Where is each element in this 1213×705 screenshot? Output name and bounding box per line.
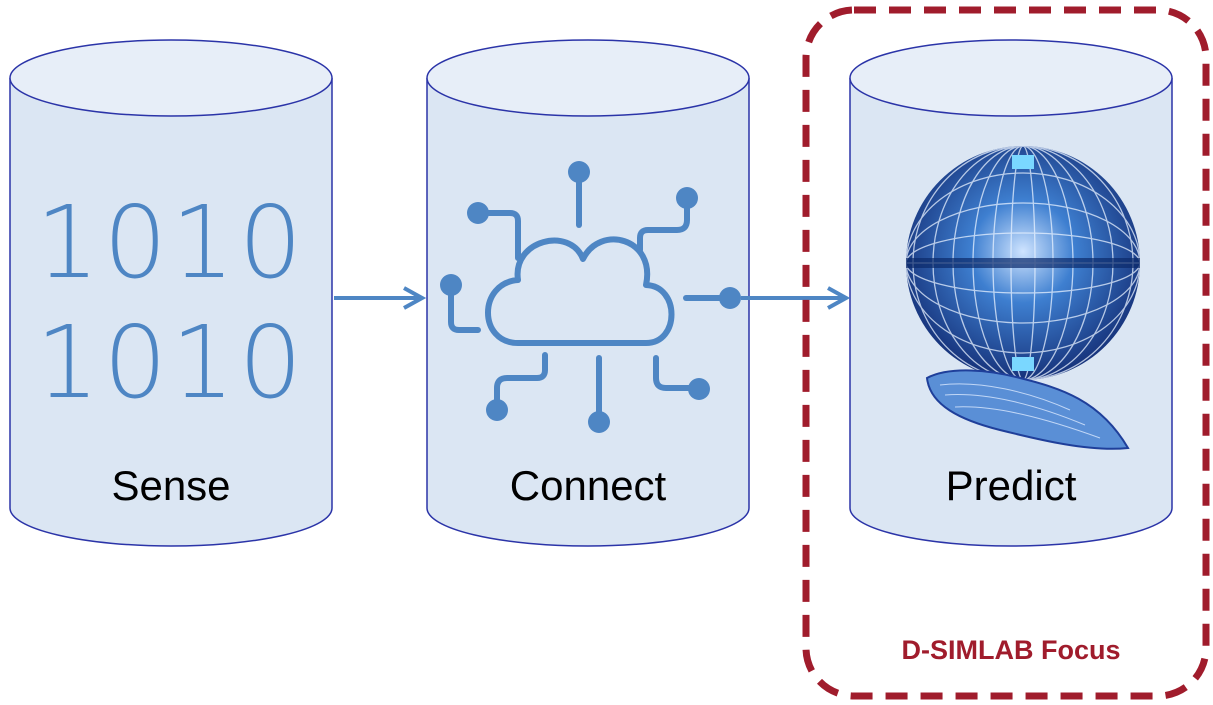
connect-cylinder <box>426 39 750 547</box>
predict-label: Predict <box>946 462 1077 509</box>
binary-line-1: 1010 <box>36 184 307 301</box>
focus-label: D-SIMLAB Focus <box>902 635 1121 665</box>
sense-cylinder <box>9 39 333 547</box>
network-nodes <box>440 161 741 433</box>
tokamak-hand-icon <box>906 146 1140 450</box>
binary-icon: 1010 1010 <box>36 184 307 421</box>
binary-line-2: 1010 <box>36 304 307 421</box>
sense-label: Sense <box>111 462 230 509</box>
connect-label: Connect <box>510 462 667 509</box>
focus-region <box>802 6 1210 700</box>
